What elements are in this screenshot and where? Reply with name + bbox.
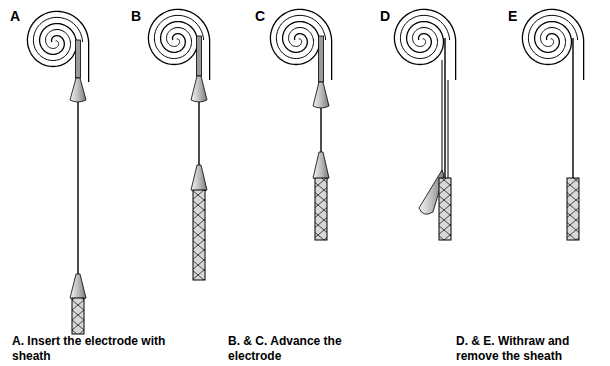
panel-letter: B (131, 8, 141, 24)
sheath (319, 36, 324, 82)
insertion-tool-handle (439, 178, 451, 240)
step-caption: D. & E. Withraw and remove the sheath (456, 334, 604, 364)
cochlea-spiral (394, 9, 455, 64)
cochlea-wall (209, 40, 210, 80)
cochlea-wall (455, 40, 456, 80)
handle-cone (191, 165, 207, 192)
insertion-tool-handle (72, 298, 84, 334)
sheath-stopper (191, 76, 207, 102)
cochlea-spiral (522, 9, 583, 64)
step-caption: B. & C. Advance the electrode (228, 334, 368, 364)
cochlea-spiral-inner (528, 15, 577, 58)
cochlea-wall (88, 42, 89, 82)
panel-letter: A (10, 8, 20, 24)
sheath-wall (442, 60, 443, 182)
cochlea-wall (583, 40, 584, 80)
sheath-stopper (313, 82, 329, 108)
panel-letter: E (508, 8, 517, 24)
insertion-tool-handle (193, 190, 205, 280)
panel-letter: C (255, 8, 265, 24)
sheath (76, 40, 81, 78)
insertion-tool-handle (567, 178, 579, 240)
electrode-lead (444, 38, 445, 178)
handle-cone (313, 152, 329, 180)
sheath (197, 36, 202, 76)
insertion-tool-handle (315, 178, 327, 240)
handle-cone (70, 274, 86, 300)
electrode-lead (572, 38, 573, 178)
sheath-wall (448, 80, 449, 178)
cochlea-spiral-inner (400, 15, 449, 58)
cochlea-wall (331, 40, 332, 80)
step-caption: A. Insert the electrode with sheath (12, 334, 172, 364)
sheath-stopper (70, 78, 86, 102)
panel-letter: D (380, 8, 390, 24)
